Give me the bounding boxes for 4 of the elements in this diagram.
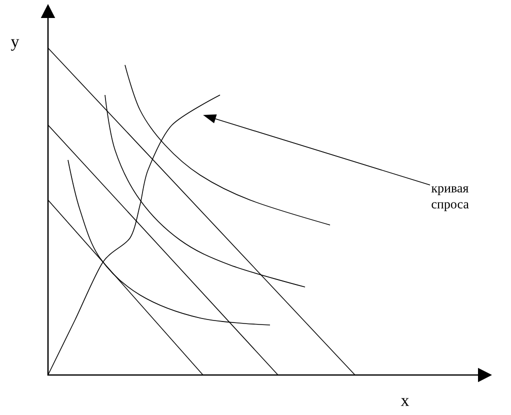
- demand-curve: [48, 94, 220, 376]
- axis-label: x: [400, 398, 410, 406]
- callout-text: кривая спроса: [431, 186, 469, 212]
- axis-label: y: [10, 39, 20, 51]
